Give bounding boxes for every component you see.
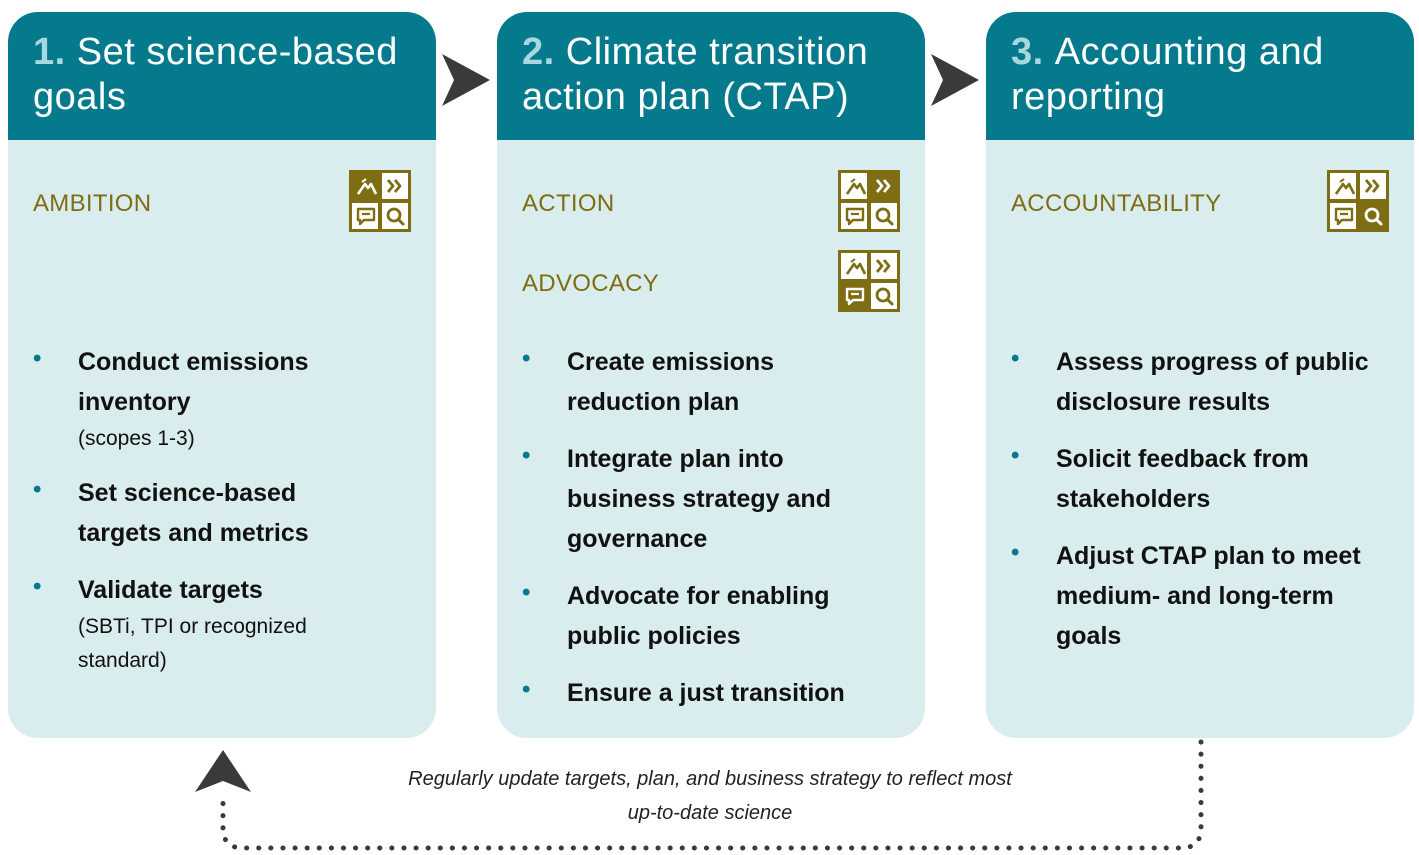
feedback-loop-arrowhead [195,750,251,792]
step-3-title: 3Accounting and reporting [1011,30,1396,120]
feedback-caption: Regularly update targets, plan, and busi… [408,768,1012,824]
bullet-marker: • [33,345,42,372]
category-label: ACCOUNTABILITY [1011,190,1222,217]
step-2-card: 2Climate transition action plan (CTAP) A… [497,12,925,738]
bullet-marker: • [522,442,531,469]
bullet-item: •Conduct emissions inventory(scopes 1-3) [33,342,416,456]
bullet-marker: • [522,345,531,372]
ambition-quad-icon [349,170,411,232]
action-quad-icon [838,170,900,232]
step-1-header: 1Set science-based goals [8,12,436,140]
bullet-item: •Solicit feedback from stakeholders [1011,439,1394,519]
bullet-marker: • [33,573,42,600]
bullet-item: •Validate targets(SBTi, TPI or recognize… [33,570,416,678]
bullet-item: •Create emissions reduction plan [522,342,905,422]
step-1-to-2-arrow [442,54,490,106]
advocacy-quad-icon [838,250,900,312]
accountability-quad-icon [1327,170,1389,232]
step-3-card: 3Accounting and reporting ACCOUNTABILITY… [986,12,1414,738]
bullet-item: •Ensure a just transition [522,673,905,713]
step-3-bullet-list: •Assess progress of public disclosure re… [1011,342,1394,673]
bullet-item: •Integrate plan into business strategy a… [522,439,905,559]
step-1-bullet-list: •Conduct emissions inventory(scopes 1-3)… [33,342,416,695]
step-1-card: 1Set science-based goals AMBITION •Condu… [8,12,436,738]
step-2-title: 2Climate transition action plan (CTAP) [522,30,907,120]
step-2-bullet-list: •Create emissions reduction plan •Integr… [522,342,905,730]
bullet-marker: • [1011,539,1020,566]
bullet-marker: • [33,476,42,503]
bullet-marker: • [1011,345,1020,372]
category-ambition: AMBITION [33,170,411,234]
step-2-header: 2Climate transition action plan (CTAP) [497,12,925,140]
category-label: AMBITION [33,190,152,217]
bullet-item: •Set science-based targets and metrics [33,473,416,553]
bullet-marker: • [522,579,531,606]
step-1-title: 1Set science-based goals [33,30,423,120]
category-advocacy: ADVOCACY [522,250,900,314]
category-accountability: ACCOUNTABILITY [1011,170,1389,234]
bullet-marker: • [1011,442,1020,469]
step-2-to-3-arrow [931,54,979,106]
category-label: ADVOCACY [522,270,660,297]
bullet-item: •Advocate for enabling public policies [522,576,905,656]
bullet-item: •Assess progress of public disclosure re… [1011,342,1394,422]
bullet-item: •Adjust CTAP plan to meet medium- and lo… [1011,536,1394,656]
step-3-header: 3Accounting and reporting [986,12,1414,140]
category-label: ACTION [522,190,615,217]
bullet-marker: • [522,676,531,703]
category-action: ACTION [522,170,900,234]
